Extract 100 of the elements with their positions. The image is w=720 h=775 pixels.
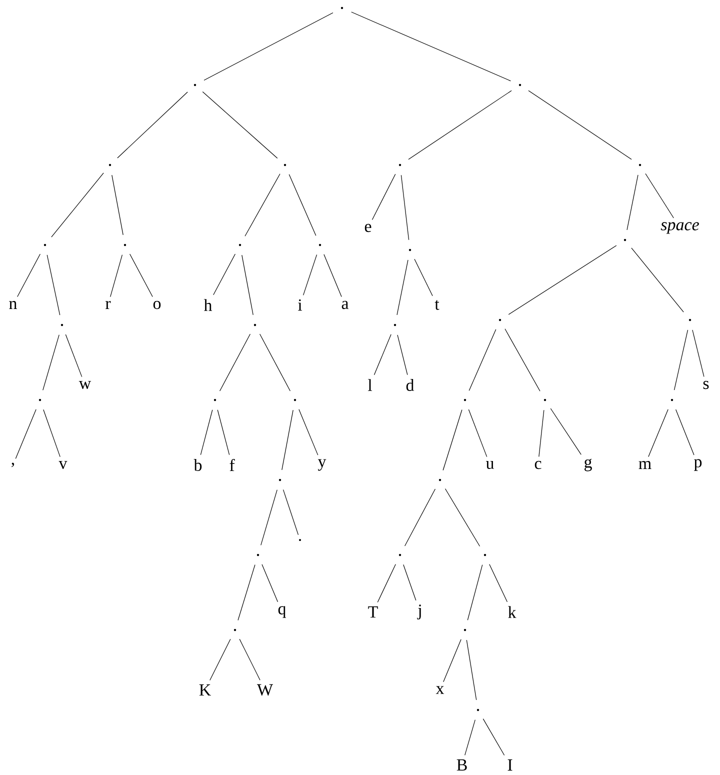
branch-point bbox=[498, 318, 502, 322]
leaf-label: v bbox=[58, 461, 68, 469]
leaf-label: l bbox=[368, 379, 372, 391]
tree-branch bbox=[202, 91, 278, 159]
branch-point bbox=[484, 554, 486, 556]
tree-branch bbox=[302, 254, 318, 296]
leaf-label: y bbox=[318, 459, 326, 471]
leaf-label: k bbox=[508, 606, 516, 618]
branch-point bbox=[624, 238, 626, 242]
tree-branch bbox=[351, 12, 511, 82]
tree-branch bbox=[17, 254, 40, 298]
leaf-label: h bbox=[204, 299, 212, 311]
tree-branch bbox=[46, 254, 60, 316]
tree-branch bbox=[504, 328, 540, 392]
leaf-label: d bbox=[406, 379, 414, 391]
leaf-label: B bbox=[456, 759, 467, 771]
tree-branch bbox=[239, 638, 260, 680]
branch-point bbox=[238, 244, 242, 246]
tree-branch bbox=[444, 488, 480, 547]
tree-branch bbox=[626, 174, 638, 230]
branch-point bbox=[438, 478, 442, 482]
tree-branch bbox=[110, 254, 123, 298]
leaf-label: I bbox=[508, 759, 512, 771]
tree-branch bbox=[238, 564, 256, 621]
leaf-label: m bbox=[638, 460, 652, 469]
leaf-label: , bbox=[12, 462, 14, 468]
leaf-label: t bbox=[434, 300, 440, 310]
tree-branch bbox=[538, 410, 544, 457]
tree-branch bbox=[468, 329, 496, 391]
tree-branch bbox=[377, 564, 396, 603]
leaf-label: g bbox=[584, 458, 592, 472]
tree-branch bbox=[15, 409, 36, 459]
leaf-label: space bbox=[660, 222, 699, 234]
branch-point bbox=[294, 398, 296, 402]
tree-branch bbox=[528, 90, 632, 160]
branch-point bbox=[108, 164, 112, 166]
tree-branch bbox=[298, 409, 318, 456]
branch-point bbox=[278, 478, 282, 482]
leaf-label: r bbox=[106, 300, 111, 309]
branch-point bbox=[254, 324, 256, 326]
tree-branch bbox=[414, 258, 433, 296]
leaf-label: u bbox=[486, 461, 494, 469]
tree-branch bbox=[648, 409, 668, 458]
branch-point bbox=[544, 398, 546, 402]
tree-branch bbox=[676, 409, 694, 456]
leaf-label: i bbox=[298, 299, 302, 311]
leaf-label: x bbox=[436, 686, 444, 694]
tree-branch bbox=[674, 330, 688, 390]
tree-branch bbox=[65, 334, 82, 378]
leaf-label: T bbox=[368, 606, 378, 618]
leaf-label: e bbox=[364, 224, 372, 232]
branch-point bbox=[256, 554, 260, 556]
leaf-label: p bbox=[694, 459, 702, 471]
leaf-label: o bbox=[153, 300, 161, 310]
branch-point bbox=[476, 708, 480, 712]
tree-branch bbox=[51, 172, 104, 238]
tree-branch bbox=[467, 564, 483, 620]
branch-point bbox=[38, 398, 42, 402]
leaf-label: j bbox=[417, 604, 421, 620]
branch-point bbox=[340, 6, 344, 10]
tree-branch bbox=[631, 248, 684, 312]
leaf-label: w bbox=[78, 381, 92, 389]
tree-branch bbox=[262, 564, 278, 602]
tree-branch bbox=[112, 174, 124, 236]
branch-point bbox=[44, 244, 46, 246]
tree-branch bbox=[397, 334, 408, 376]
branch-point bbox=[464, 628, 466, 632]
tree-branch bbox=[117, 92, 188, 158]
leaf-label: n bbox=[9, 300, 17, 309]
tree-branch bbox=[489, 564, 508, 602]
branch-point bbox=[124, 244, 126, 246]
tree-branch bbox=[408, 90, 512, 160]
tree-branch bbox=[692, 330, 704, 377]
tree-branch bbox=[374, 334, 392, 376]
branch-point bbox=[60, 324, 64, 326]
tree-branch bbox=[217, 410, 230, 456]
tree-branch bbox=[130, 254, 153, 297]
tree-branch bbox=[260, 489, 278, 546]
branch-point bbox=[464, 398, 466, 402]
branch-point bbox=[688, 318, 692, 322]
tree-branch bbox=[482, 718, 505, 756]
tree-branch bbox=[400, 174, 410, 240]
tree-branch bbox=[372, 174, 396, 220]
leaf-label: a bbox=[342, 300, 349, 310]
branch-point bbox=[638, 164, 642, 166]
tree-branch bbox=[244, 174, 280, 236]
branch-point bbox=[284, 164, 286, 166]
tree-branch bbox=[645, 173, 674, 218]
branch-point bbox=[394, 324, 396, 326]
leaf-label: W bbox=[257, 684, 273, 696]
tree-branch bbox=[42, 334, 60, 390]
tree-branch bbox=[260, 334, 290, 392]
tree-branch bbox=[403, 564, 416, 601]
branch-point bbox=[194, 84, 196, 86]
leaf-label: q bbox=[278, 606, 286, 618]
branch-point bbox=[398, 554, 402, 556]
tree-branch bbox=[468, 409, 488, 458]
branch-point bbox=[408, 248, 412, 252]
tree-branch bbox=[282, 489, 299, 536]
tree-branch bbox=[200, 410, 213, 456]
